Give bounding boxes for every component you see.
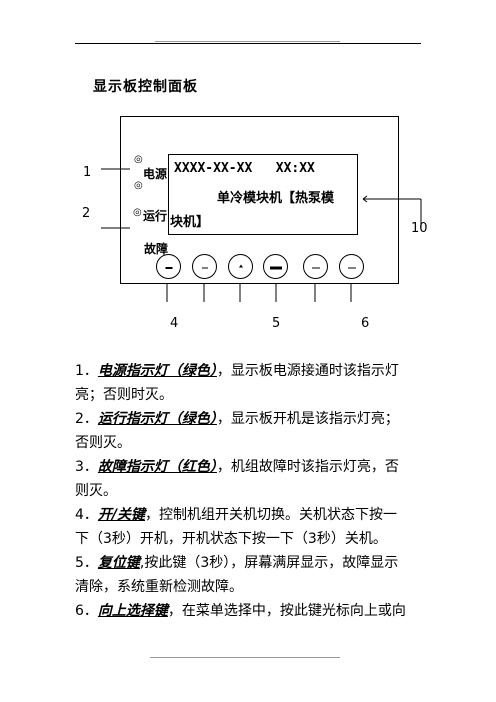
callout-2: 2	[82, 206, 91, 221]
header-rule-faint	[155, 41, 340, 42]
minus-icon	[165, 266, 172, 269]
list-item: 5．复位键,按此键（3秒），屏幕满屏显示，故障显示清除，系统重新检测故障。	[75, 555, 399, 595]
control-panel-frame	[120, 116, 399, 284]
callout-1: 1	[83, 165, 92, 180]
minus-icon	[201, 267, 208, 269]
list-item-term: 复位键	[97, 555, 140, 571]
list-item-term: 电源指示灯（绿色）	[97, 363, 217, 379]
list-item: 6．向上选择键，在菜单选择中，按此键光标向上或向	[75, 603, 406, 619]
list-item-term: 运行指示灯（绿色）	[97, 411, 217, 427]
enter-button[interactable]	[263, 254, 288, 279]
bar-icon	[269, 266, 282, 270]
list-item: 2．运行指示灯（绿色），显示板开机是该指示灯亮；否则灭。	[75, 411, 399, 451]
callout-5: 5	[272, 316, 281, 331]
list-item-term: 向上选择键	[97, 603, 168, 619]
callout-6: 6	[361, 316, 370, 331]
run-indicator-icon-2: ◎	[133, 207, 142, 218]
footer-rule	[150, 657, 340, 658]
up-select-button[interactable]	[228, 254, 253, 279]
lcd-line-model-cont: 块机】	[170, 215, 210, 230]
back-button[interactable]	[339, 254, 364, 279]
callout-10: 10	[411, 221, 428, 236]
page-title: 显示板控制面板	[93, 79, 198, 95]
header-rule	[75, 43, 421, 44]
lcd-line-model: 单冷模块机【热泵模	[217, 191, 335, 206]
arrow-icon	[311, 267, 320, 269]
list-item: 1．电源指示灯（绿色），显示板电源接通时该指示灯亮；否则时灭。	[75, 363, 399, 403]
callout-4: 4	[170, 316, 179, 331]
caret-up-icon	[238, 264, 243, 268]
description-list: 1．电源指示灯（绿色），显示板电源接通时该指示灯亮；否则时灭。 2．运行指示灯（…	[75, 359, 411, 623]
run-indicator-icon: ◎	[134, 180, 143, 191]
list-item-term: 故障指示灯（红色）	[97, 459, 217, 475]
on-off-button[interactable]	[156, 254, 181, 279]
lcd-line-datetime: XXXX-XX-XX XX:XX	[174, 161, 315, 176]
list-item: 3．故障指示灯（红色），机组故障时该指示灯亮，否则灭。	[75, 459, 399, 499]
run-indicator-label: 运行	[143, 209, 168, 223]
arrow-icon	[347, 267, 356, 269]
list-item-term: 开/关键	[97, 507, 146, 523]
list-item: 4．开/关键，控制机组开关机切换。关机状态下按一下（3秒）开机，开机状态下按一下…	[75, 507, 398, 547]
reset-button[interactable]	[192, 254, 217, 279]
fault-indicator-label: 故障	[144, 242, 169, 256]
lcd-screen	[168, 154, 358, 235]
power-indicator-icon: ◎	[134, 154, 143, 165]
down-select-button[interactable]	[303, 254, 328, 279]
power-indicator-label: 电源	[143, 167, 168, 181]
